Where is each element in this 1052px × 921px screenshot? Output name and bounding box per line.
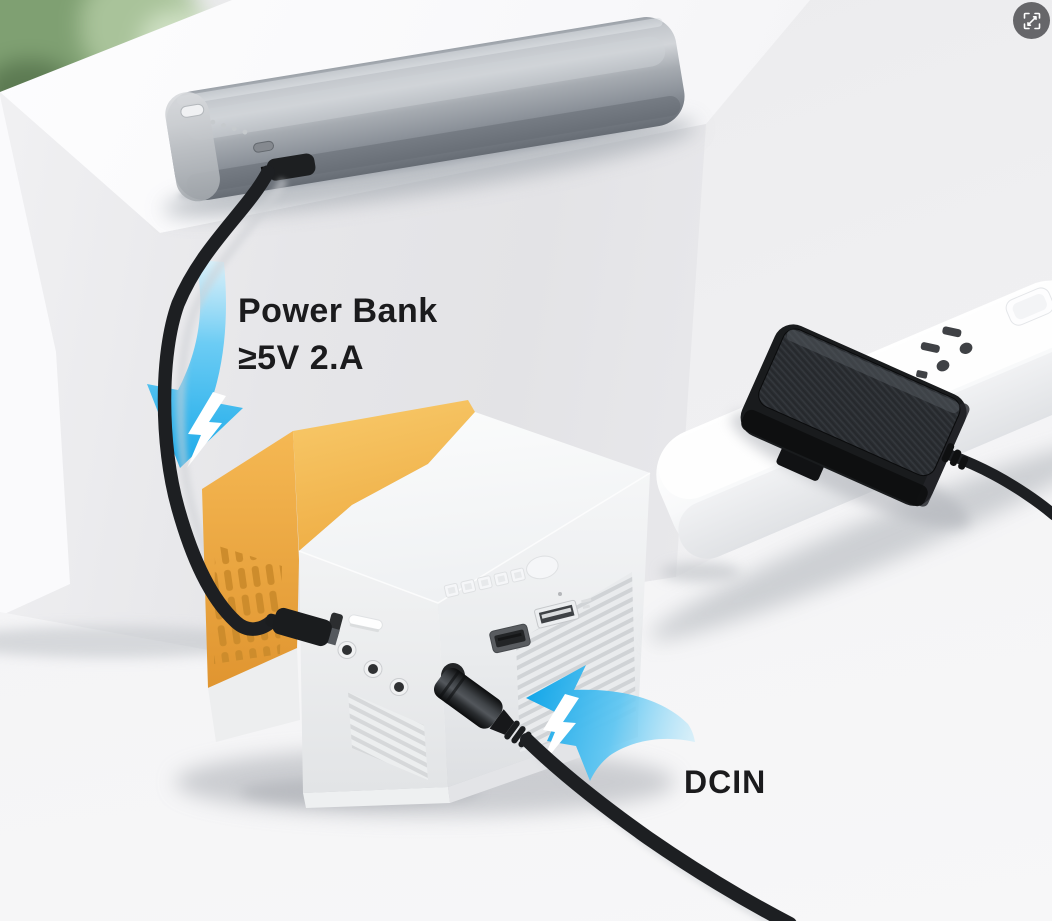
dc-in-annotation: DCIN <box>684 764 767 800</box>
power-bank-annotation: Power Bank ≥5V 2.A <box>238 288 438 382</box>
expand-button[interactable] <box>1013 2 1050 39</box>
power-bank-annotation-line1: Power Bank <box>238 292 438 330</box>
power-bank-annotation-line2: ≥5V 2.A <box>238 339 365 377</box>
strip-switch <box>1005 287 1052 326</box>
expand-icon <box>1023 12 1040 29</box>
adapter-plug-tab <box>776 440 827 481</box>
universal-socket <box>916 326 973 379</box>
